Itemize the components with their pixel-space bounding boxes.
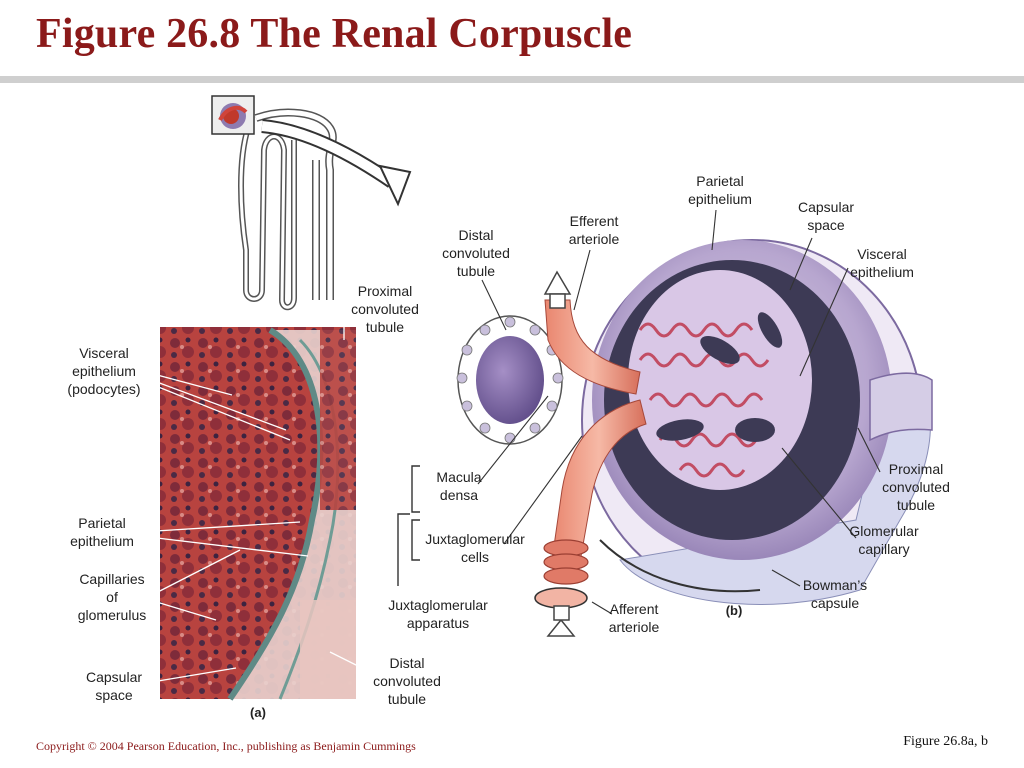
label-b-visceral-epithelium: Visceral epithelium bbox=[850, 246, 914, 280]
slide-title: Figure 26.8 The Renal Corpuscle bbox=[36, 11, 633, 57]
label-b-bowmans-capsule: Bowman’s capsule bbox=[802, 577, 868, 611]
panel-b-tag: (b) bbox=[725, 603, 743, 618]
label-b-afferent-arteriole: Afferent arteriole bbox=[608, 601, 660, 635]
figure-reference: Figure 26.8a, b bbox=[903, 734, 988, 749]
label-b-macula-densa: Macula densa bbox=[436, 469, 482, 503]
label-b-juxtaglomerular-apparatus: Juxtaglomerular apparatus bbox=[388, 597, 488, 631]
nephron-overview bbox=[211, 95, 412, 311]
label-b-parietal-epithelium: Parietal epithelium bbox=[688, 173, 752, 207]
label-b-proximal-tubule: Proximal convoluted tubule bbox=[882, 461, 950, 513]
label-a-capillaries-of-glomerulus: Capillaries of glomerulus bbox=[77, 571, 147, 623]
label-a-capsular-space: Capsular space bbox=[85, 669, 143, 703]
label-b-capsular-space: Capsular space bbox=[797, 199, 855, 233]
label-b-glomerular-capillary: Glomerular capillary bbox=[849, 523, 919, 557]
micrograph-panel-a bbox=[139, 318, 367, 701]
label-b-distal-tubule: Distal convoluted tubule bbox=[442, 227, 510, 279]
label-b-juxtaglomerular-cells: Juxtaglomerular cells bbox=[425, 531, 525, 565]
renal-corpuscle-illustration bbox=[397, 209, 933, 637]
copyright-notice: Copyright © 2004 Pearson Education, Inc.… bbox=[36, 739, 416, 753]
title-divider bbox=[0, 76, 1024, 83]
label-a-parietal-epithelium: Parietal epithelium bbox=[70, 515, 134, 549]
label-a-proximal-tubule: Proximal convoluted tubule bbox=[351, 283, 419, 335]
label-a-distal-tubule: Distal convoluted tubule bbox=[373, 655, 441, 707]
panel-a-tag: (a) bbox=[250, 705, 266, 720]
label-a-visceral-epithelium: Visceral epithelium (podocytes) bbox=[67, 345, 141, 397]
label-b-efferent-arteriole: Efferent arteriole bbox=[568, 213, 620, 247]
